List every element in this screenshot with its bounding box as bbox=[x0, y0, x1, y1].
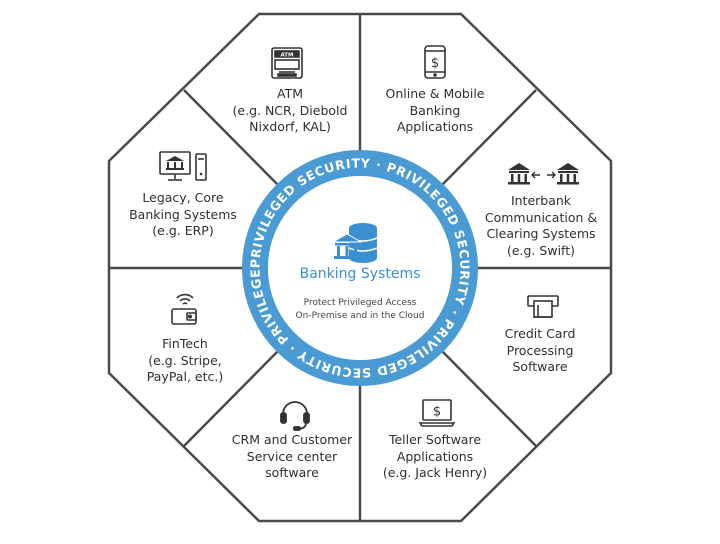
card-terminal-icon bbox=[527, 295, 559, 318]
bank-computer-icon bbox=[159, 151, 207, 181]
bank-exchange-icon bbox=[508, 163, 579, 185]
center-subtitle: Protect Privileged Access On-Premise and… bbox=[295, 298, 425, 321]
segment-atm: ATM (e.g. NCR, Diebold Nixdorf, KAL) bbox=[232, 86, 348, 134]
svg-text:ATM: ATM bbox=[280, 52, 293, 58]
wallet-wifi-icon bbox=[171, 293, 197, 325]
segment-teller: Teller Software Applications (e.g. Jack … bbox=[382, 432, 488, 480]
segment-crm: CRM and Customer Service center software bbox=[231, 432, 353, 480]
center-disc bbox=[268, 176, 452, 360]
segment-credit-card: Credit Card Processing Software bbox=[504, 326, 576, 374]
privileged-security-ring bbox=[242, 150, 478, 386]
svg-text:$: $ bbox=[433, 405, 441, 420]
segment-legacy: Legacy, Core Banking Systems (e.g. ERP) bbox=[129, 190, 237, 238]
segment-dividers bbox=[109, 14, 611, 521]
segment-interbank: Interbank Communication & Clearing Syste… bbox=[484, 193, 598, 258]
segment-fintech: FinTech (e.g. Stripe, PayPal, etc.) bbox=[146, 336, 224, 384]
bank-database-icon bbox=[331, 223, 378, 263]
headset-icon bbox=[280, 401, 310, 431]
atm-icon: ATM bbox=[271, 47, 303, 79]
center-title: Banking Systems bbox=[299, 266, 421, 282]
segment-online-mobile: Online & Mobile Banking Applications bbox=[385, 86, 485, 134]
mobile-dollar-icon: $ bbox=[424, 45, 446, 79]
laptop-dollar-icon: $ bbox=[418, 399, 456, 427]
svg-text:$: $ bbox=[431, 56, 439, 71]
